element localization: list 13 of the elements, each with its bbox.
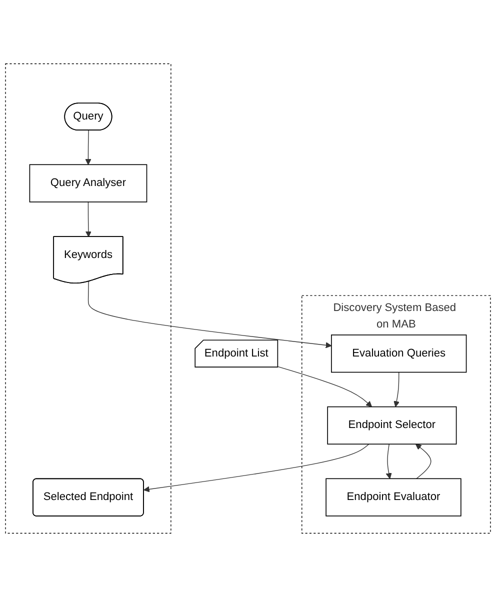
node-box: Endpoint Evaluator bbox=[326, 478, 462, 516]
arrow bbox=[88, 281, 332, 348]
node-box: Endpoint Selector bbox=[327, 406, 457, 445]
arrow bbox=[415, 444, 432, 479]
arrow bbox=[386, 444, 392, 479]
arrow bbox=[394, 372, 400, 408]
arrow bbox=[85, 130, 92, 165]
node-box: Evaluation Queries bbox=[331, 334, 467, 373]
arrow bbox=[278, 366, 372, 408]
node-box: Query Analyser bbox=[29, 164, 148, 202]
arrow bbox=[85, 202, 92, 238]
cluster bbox=[5, 63, 172, 534]
arrow bbox=[144, 444, 370, 492]
